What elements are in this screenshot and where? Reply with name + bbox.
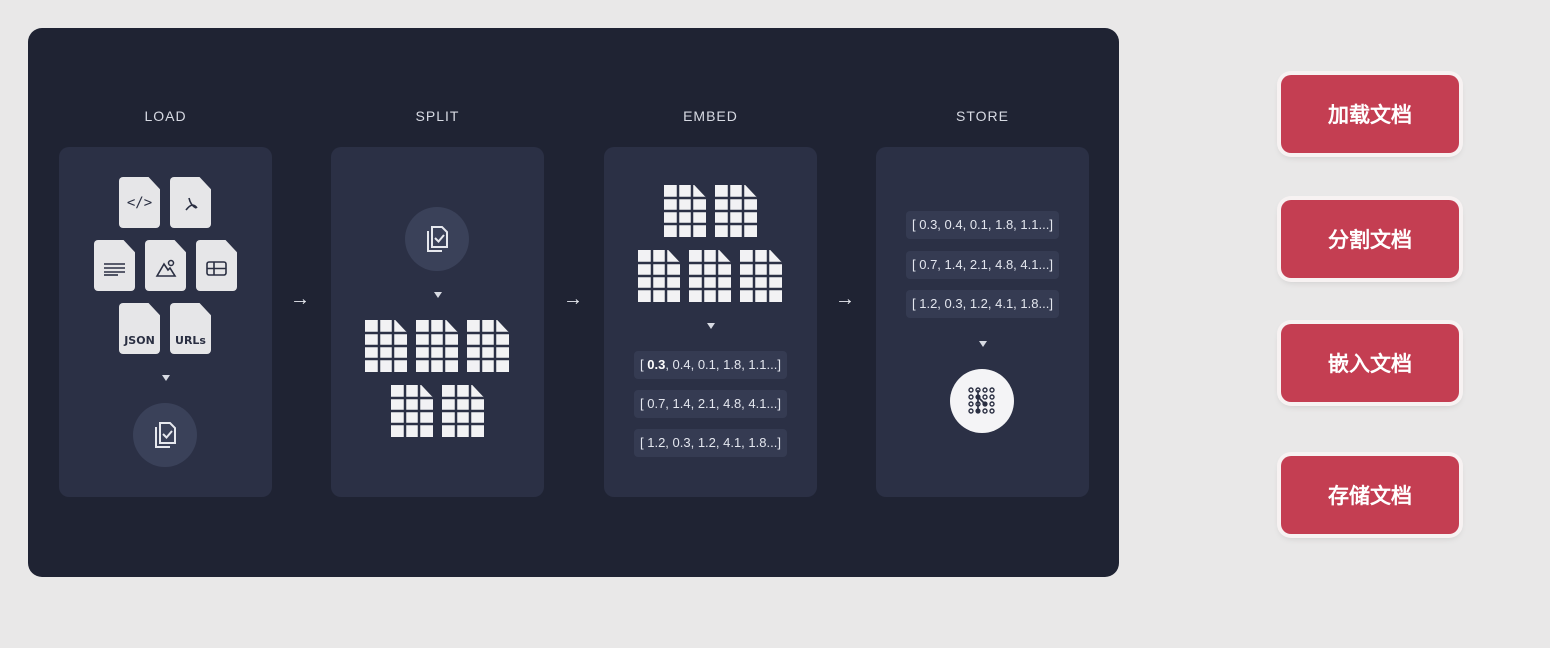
stored-vector: [ 0.3, 0.4, 0.1, 1.8, 1.1...] [906,211,1059,239]
chunk-grid-icon [638,250,680,302]
embedding-vector: [ 0.3, 0.4, 0.1, 1.8, 1.1...] [634,351,787,379]
image-file-icon [145,240,186,291]
urls-file-icon: URLs [170,303,211,354]
chunk-grid-icon [391,385,433,437]
stored-vector: [ 0.7, 1.4, 2.1, 4.8, 4.1...] [906,251,1059,279]
split-documents-button[interactable]: 分割文档 [1281,200,1459,278]
down-triangle-icon [162,375,170,381]
arrow-split-embed: → [563,288,583,310]
chunk-grid-icon [664,185,706,237]
arrow-embed-store: → [835,288,855,310]
down-triangle-icon [707,323,715,329]
stage-panel-embed: [ 0.3, 0.4, 0.1, 1.8, 1.1...] [ 0.7, 1.4… [604,147,817,497]
down-triangle-icon [979,341,987,347]
stage-panel-store: [ 0.3, 0.4, 0.1, 1.8, 1.1...] [ 0.7, 1.4… [876,147,1089,497]
document-check-icon [405,207,469,271]
embedding-vector-rest: , 0.4, 0.1, 1.8, 1.1...] [665,357,781,372]
down-triangle-icon [434,292,442,298]
stage-panel-split [331,147,544,497]
load-documents-button[interactable]: 加载文档 [1281,75,1459,153]
json-file-label: JSON [124,334,155,347]
chunk-grid-icon [467,320,509,372]
chunk-grid-icon [689,250,731,302]
chunk-grid-icon [740,250,782,302]
text-file-icon [94,240,135,291]
code-file-icon: </> [119,177,160,228]
stage-panel-load: </> JSON URLs [59,147,272,497]
json-file-icon: JSON [119,303,160,354]
table-file-icon [196,240,237,291]
embedding-vector-highlight: 0.3 [647,357,666,372]
embedding-vector: [ 1.2, 0.3, 1.2, 4.1, 1.8...] [634,429,787,457]
stage-label-store: STORE [956,108,1009,124]
stage-label-load: LOAD [144,108,187,124]
chunk-grid-icon [365,320,407,372]
store-documents-button[interactable]: 存储文档 [1281,456,1459,534]
urls-file-label: URLs [175,334,206,347]
chunk-grid-icon [416,320,458,372]
vector-store-icon [950,369,1014,433]
stored-vector: [ 1.2, 0.3, 1.2, 4.1, 1.8...] [906,290,1059,318]
rag-pipeline-diagram: LOAD </> JSON URLs → SPLIT [28,28,1119,577]
document-check-icon [133,403,197,467]
embed-documents-button[interactable]: 嵌入文档 [1281,324,1459,402]
stage-label-embed: EMBED [683,108,738,124]
chunk-grid-icon [442,385,484,437]
embedding-vector: [ 0.7, 1.4, 2.1, 4.8, 4.1...] [634,390,787,418]
arrow-load-split: → [290,288,310,310]
stage-label-split: SPLIT [415,108,460,124]
pdf-file-icon [170,177,211,228]
chunk-grid-icon [715,185,757,237]
